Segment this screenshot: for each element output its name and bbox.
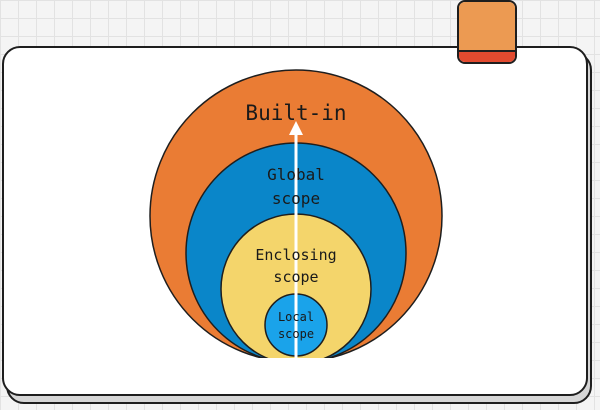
enclosing-scope-label-line1: Enclosing: [255, 246, 336, 264]
corner-tab: [457, 0, 517, 64]
builtin-scope-label: Built-in: [245, 101, 346, 125]
global-scope-label-line1: Global: [267, 165, 325, 184]
enclosing-scope-label-line2: scope: [273, 268, 318, 286]
corner-tab-bottom: [459, 50, 515, 62]
local-scope-label-line2: scope: [278, 327, 314, 341]
global-scope-label-line2: scope: [272, 189, 320, 208]
local-scope-label-line1: Local: [278, 310, 314, 324]
corner-tab-top: [459, 2, 515, 54]
scope-circles: [149, 69, 443, 358]
lookup-arrow-head: [289, 121, 303, 135]
